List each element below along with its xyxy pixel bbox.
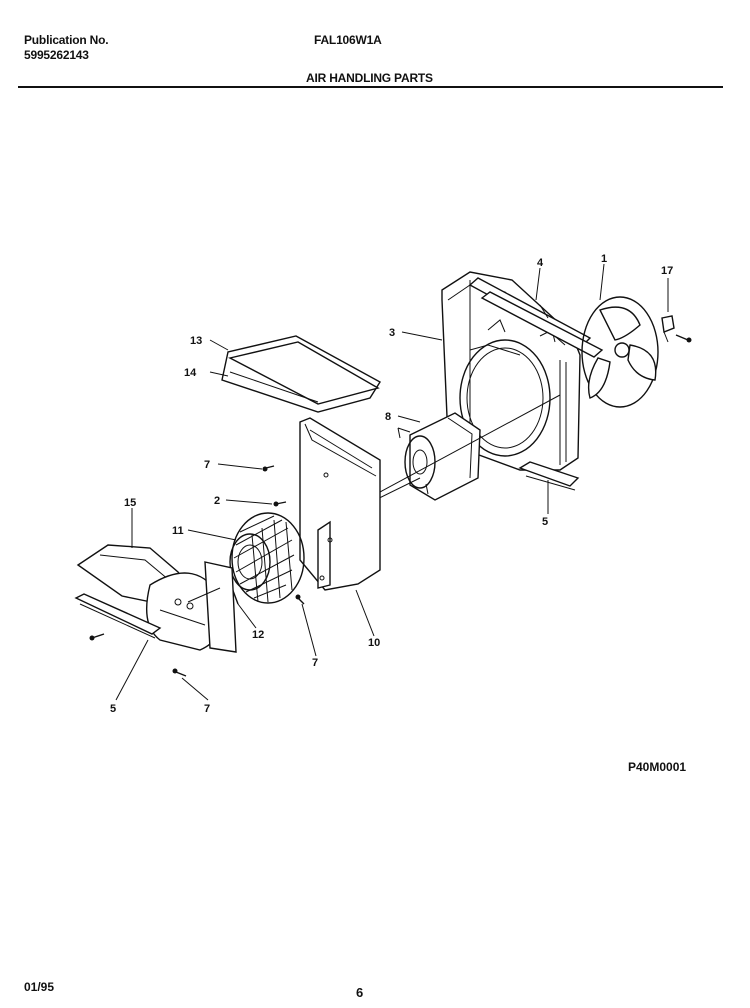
- page-number: 6: [356, 985, 364, 1000]
- blower-wheel-part: [229, 512, 305, 604]
- brace-part: [468, 277, 604, 358]
- clip-part: [661, 315, 692, 343]
- fan-blade-part: [581, 296, 659, 408]
- base-bracket-left-part: [74, 593, 162, 639]
- model-number: FAL106W1A: [314, 33, 382, 47]
- callout-5-right: 5: [542, 516, 548, 528]
- callout-7-c: 7: [204, 703, 210, 715]
- section-title: AIR HANDLING PARTS: [306, 71, 433, 85]
- callout-12: 12: [252, 629, 264, 641]
- footer-date: 01/95: [24, 980, 55, 994]
- callout-4: 4: [537, 257, 544, 269]
- base-bracket-right-part: [518, 461, 580, 491]
- callout-5-left: 5: [110, 703, 116, 715]
- callout-13: 13: [190, 335, 202, 347]
- scroll-housing-part: [76, 544, 237, 653]
- callout-labels: 1 2 3 4 5 5 5 7 7 7 7 8 10 11 12 13 14 1…: [110, 253, 673, 715]
- callout-1: 1: [601, 253, 607, 265]
- callout-14: 14: [184, 367, 197, 379]
- callout-7-a: 7: [204, 459, 210, 471]
- publication-number: 5995262143: [24, 48, 89, 62]
- mount-plate-part: [299, 417, 381, 591]
- callout-8: 8: [385, 411, 391, 423]
- callout-7-b: 7: [312, 657, 318, 669]
- header-rule: [18, 86, 723, 88]
- callout-10: 10: [368, 637, 380, 649]
- callout-2: 2: [214, 495, 220, 507]
- callout-11: 11: [172, 525, 184, 537]
- screws: [89, 465, 305, 677]
- figure-code: P40M0001: [628, 760, 687, 774]
- callout-15: 15: [124, 497, 136, 509]
- fan-motor-part: [364, 394, 561, 506]
- leader-lines: [115, 263, 669, 701]
- callout-17: 17: [661, 265, 673, 277]
- insulation-part: [221, 335, 381, 413]
- callout-3: 3: [389, 327, 395, 339]
- publication-label: Publication No.: [24, 33, 109, 47]
